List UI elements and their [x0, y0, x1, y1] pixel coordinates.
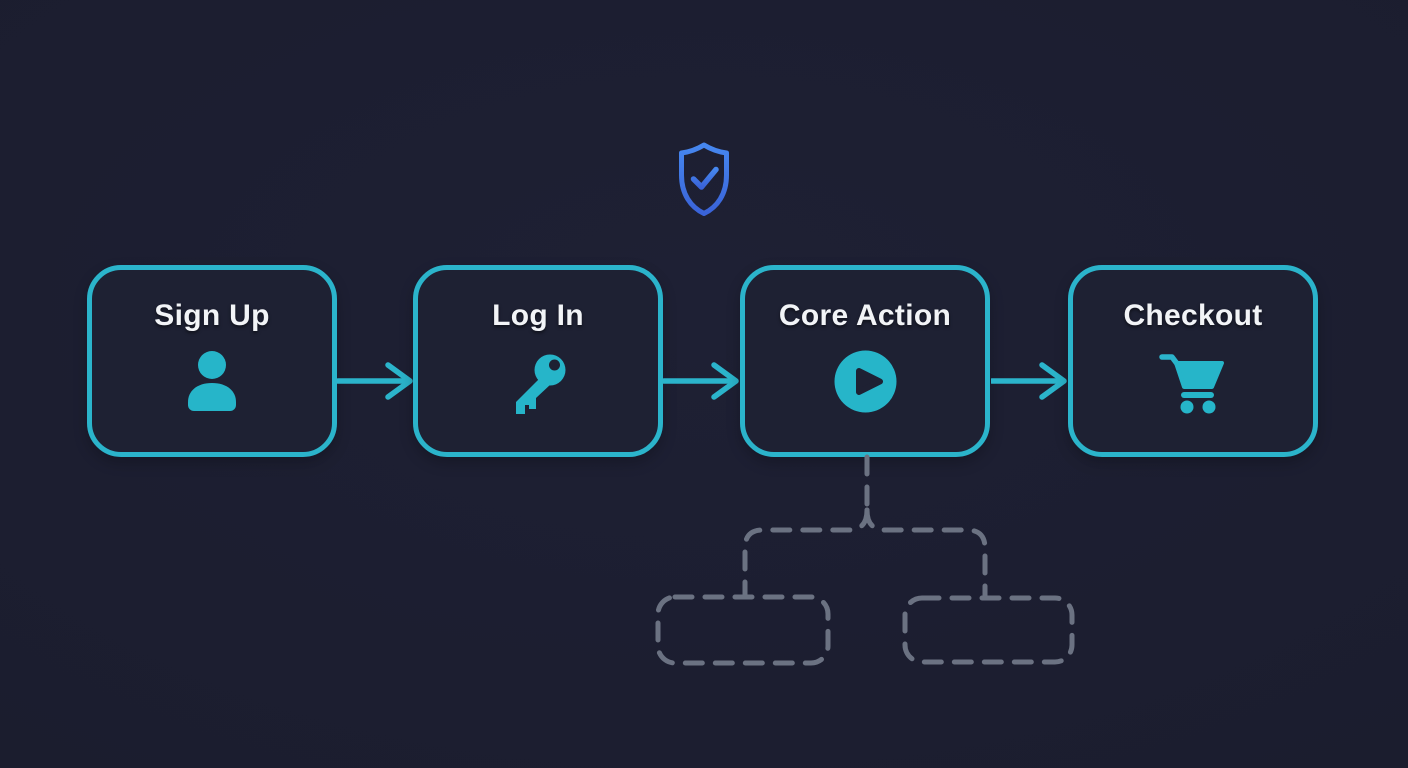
- placeholder-box: [655, 594, 831, 666]
- dashed-branch-connector: [655, 454, 1075, 666]
- step-node-log-in: Log In: [413, 265, 663, 457]
- step-label: Sign Up: [154, 299, 270, 332]
- step-label: Checkout: [1123, 299, 1263, 332]
- step-node-core-action: Core Action: [740, 265, 990, 457]
- play-icon: [834, 350, 897, 413]
- step-label: Log In: [492, 299, 584, 332]
- step-node-sign-up: Sign Up: [87, 265, 337, 457]
- placeholder-box: [902, 595, 1075, 665]
- arrow-right-icon: [991, 362, 1067, 400]
- arrow-right-icon: [663, 362, 739, 400]
- arrow-right-icon: [337, 362, 413, 400]
- shield-check-icon: [679, 142, 729, 216]
- user-icon: [183, 350, 241, 412]
- key-icon: [507, 350, 569, 414]
- cart-icon: [1158, 350, 1228, 414]
- step-label: Core Action: [778, 299, 952, 332]
- step-node-checkout: Checkout: [1068, 265, 1318, 457]
